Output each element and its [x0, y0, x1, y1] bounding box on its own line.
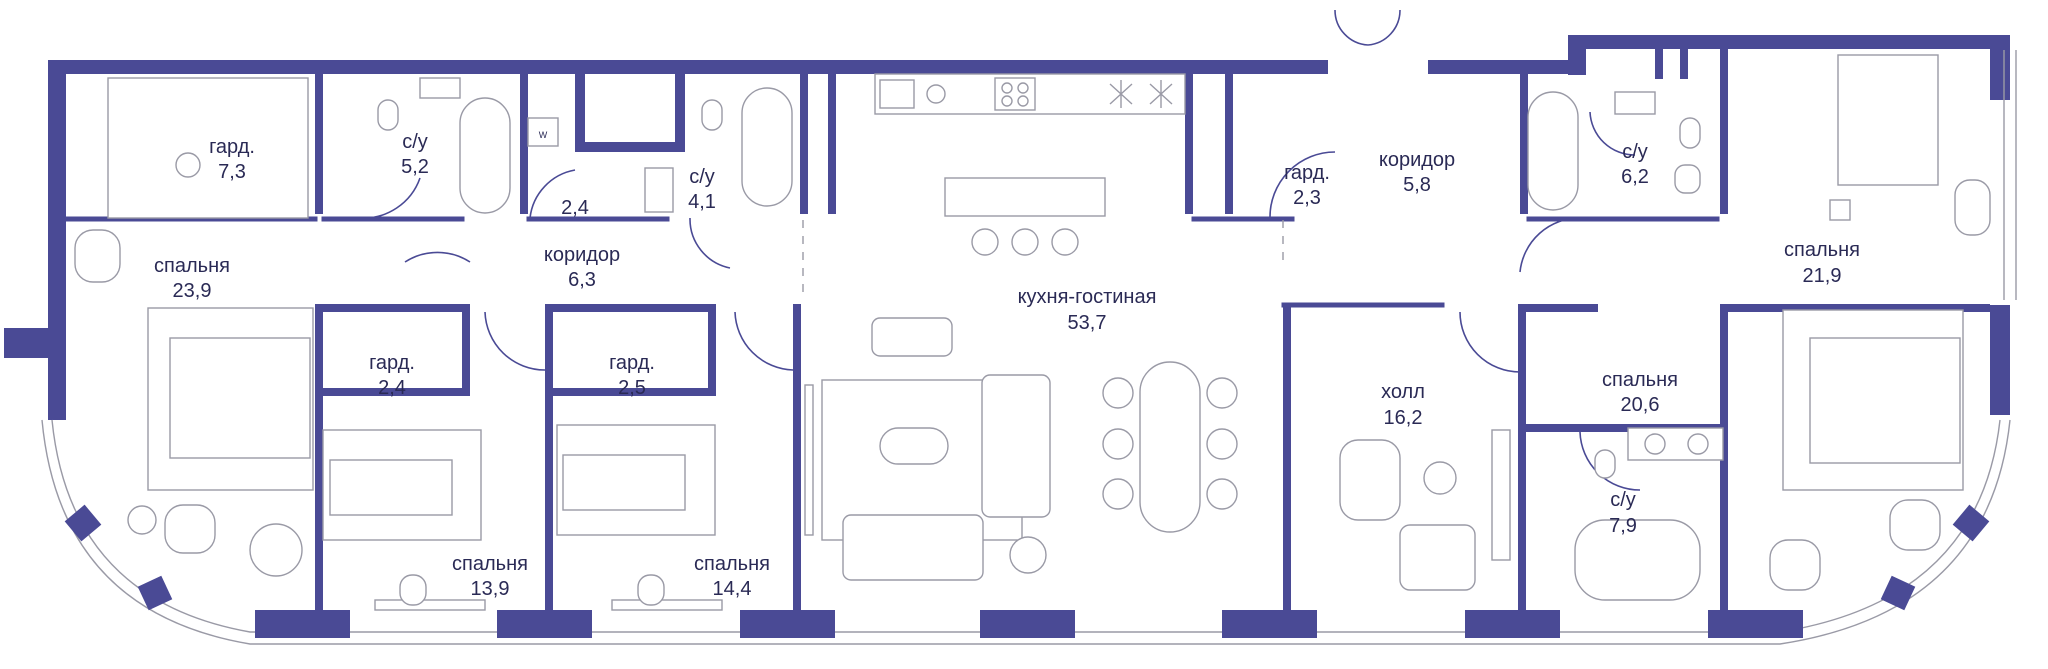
svg-text:кухня-гостиная: кухня-гостиная: [1018, 286, 1157, 308]
svg-text:спальня: спальня: [154, 255, 230, 277]
svg-text:16,2: 16,2: [1384, 407, 1423, 429]
room-bedroom-3: спальня 14,4: [694, 553, 770, 600]
room-labels: гард. 7,3 с/у 5,2 2,4 с/у 4,1 коридор 6,…: [154, 131, 1860, 600]
room-bathroom-1: с/у 5,2: [401, 131, 429, 178]
svg-text:5,8: 5,8: [1403, 174, 1431, 196]
room-wardrobe-1: гард. 7,3: [209, 136, 255, 183]
svg-text:спальня: спальня: [1602, 369, 1678, 391]
room-corridor-2: коридор 5,8: [1379, 149, 1455, 196]
interior-walls: [64, 49, 1990, 610]
svg-text:гард.: гард.: [609, 352, 655, 374]
room-hall: холл 16,2: [1381, 381, 1425, 429]
room-corridor-1: коридор 6,3: [544, 244, 620, 291]
svg-text:спальня: спальня: [452, 553, 528, 575]
svg-text:7,3: 7,3: [218, 161, 246, 183]
kitchen-counter[interactable]: [874, 73, 1186, 256]
svg-text:холл: холл: [1381, 381, 1425, 403]
svg-text:гард.: гард.: [369, 352, 415, 374]
bedroom-2-3-furniture[interactable]: [322, 424, 723, 611]
zone-separators: [802, 220, 1284, 300]
svg-text:7,9: 7,9: [1609, 515, 1637, 537]
room-bedroom-4: спальня 21,9: [1784, 239, 1860, 287]
svg-text:гард.: гард.: [209, 136, 255, 158]
room-bedroom-2: спальня 13,9: [452, 553, 528, 600]
svg-text:20,6: 20,6: [1621, 394, 1660, 416]
right-wing-furniture[interactable]: [1339, 54, 1991, 591]
svg-text:13,9: 13,9: [471, 578, 510, 600]
room-bedroom-1: спальня 23,9: [154, 255, 230, 302]
svg-text:коридор: коридор: [1379, 149, 1455, 171]
room-wardrobe-2: гард. 2,4: [369, 352, 415, 399]
room-bedroom-5: спальня 20,6: [1602, 369, 1678, 416]
svg-text:4,1: 4,1: [688, 191, 716, 213]
svg-text:23,9: 23,9: [173, 280, 212, 302]
room-wardrobe-small: 2,4: [561, 197, 589, 219]
svg-text:коридор: коридор: [544, 244, 620, 266]
living-furniture[interactable]: [804, 317, 1238, 581]
outer-walls: [4, 35, 2017, 645]
svg-text:с/у: с/у: [689, 166, 715, 188]
svg-text:с/у: с/у: [402, 131, 428, 153]
room-bathroom-4: с/у 7,9: [1609, 489, 1637, 537]
svg-text:спальня: спальня: [1784, 239, 1860, 261]
svg-text:2,4: 2,4: [378, 377, 406, 399]
svg-text:5,2: 5,2: [401, 156, 429, 178]
room-bathroom-3: с/у 6,2: [1621, 141, 1649, 188]
doors: [359, 9, 1641, 491]
room-kitchen-living: кухня-гостиная 53,7: [1018, 286, 1157, 334]
svg-text:21,9: 21,9: [1803, 265, 1842, 287]
svg-text:53,7: 53,7: [1068, 312, 1107, 334]
bathroom-fixtures[interactable]: W: [377, 77, 1724, 601]
svg-text:спальня: спальня: [694, 553, 770, 575]
room-wardrobe-3: гард. 2,5: [609, 352, 655, 399]
room-wardrobe-4: гард. 2,3: [1284, 162, 1330, 209]
svg-text:6,3: 6,3: [568, 269, 596, 291]
room-bathroom-2: с/у 4,1: [688, 166, 716, 213]
bedroom-1-furniture[interactable]: [74, 77, 314, 577]
svg-text:2,3: 2,3: [1293, 187, 1321, 209]
svg-text:с/у: с/у: [1622, 141, 1648, 163]
boiler-mark: W: [539, 130, 548, 140]
svg-text:гард.: гард.: [1284, 162, 1330, 184]
svg-text:2,4: 2,4: [561, 197, 589, 219]
svg-text:с/у: с/у: [1610, 489, 1636, 511]
svg-text:6,2: 6,2: [1621, 166, 1649, 188]
svg-text:14,4: 14,4: [713, 578, 752, 600]
svg-text:2,5: 2,5: [618, 377, 646, 399]
